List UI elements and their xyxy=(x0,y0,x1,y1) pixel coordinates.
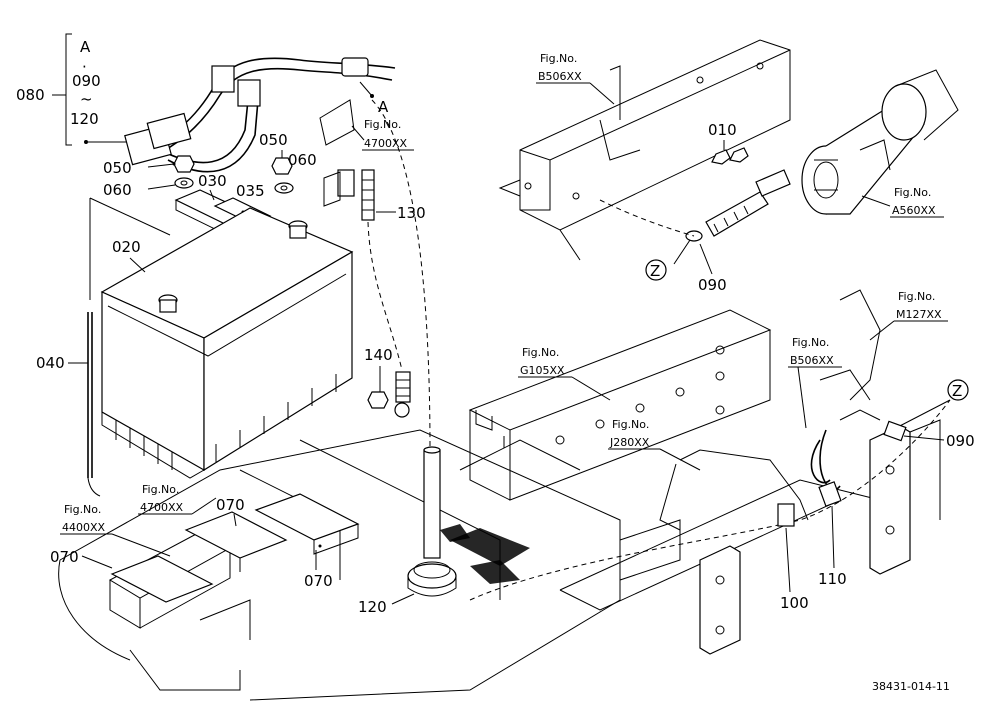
frame-g105 xyxy=(468,309,881,611)
figref-4700-lower-number: 4700XX xyxy=(140,501,184,514)
svg-text:Fig.No.: Fig.No. xyxy=(64,503,101,516)
wire-harness-j280: Fig.No. J280XX 100 xyxy=(469,399,951,612)
callout-A-group: A xyxy=(80,38,91,56)
figref-b506-right: Fig.No. B506XX xyxy=(788,336,842,429)
hold-down-rod-040: 040 xyxy=(36,197,171,497)
callout-A-arrow: A xyxy=(378,98,389,116)
detail-Z-right: Z 090 xyxy=(883,379,975,450)
figref-b506-top: Fig.No. B506XX xyxy=(536,52,615,105)
nut-050-left: 050 xyxy=(103,155,195,177)
callout-120: 120 xyxy=(358,598,387,616)
figref-j280-number: J280XX xyxy=(609,436,650,449)
callout-130: 130 xyxy=(397,204,426,222)
callout-030: 030 xyxy=(198,172,227,190)
nut-050-right: 050 xyxy=(259,131,293,175)
battery-switch-120: 120 xyxy=(358,446,457,616)
callout-080: 080 xyxy=(16,86,45,104)
callout-140: 140 xyxy=(364,346,393,364)
starter-motor-a560: Fig.No. A560XX xyxy=(801,69,959,218)
figref-a560-number: A560XX xyxy=(892,204,936,217)
callout-120-group: 120 xyxy=(70,110,99,128)
ground-cable-130: 130 xyxy=(323,169,426,371)
callout-060-right: 060 xyxy=(288,151,317,169)
starter-terminal-cable: 010 Z 090 xyxy=(599,121,791,294)
callout-060-left: 060 xyxy=(103,181,132,199)
callout-070-a: 070 xyxy=(216,496,245,514)
callout-110: 110 xyxy=(818,570,847,588)
figref-g105-label: Fig.No. xyxy=(522,346,559,359)
figref-m127-number: M127XX xyxy=(896,308,942,321)
group-bracket-080: 080 A · 090 ~ 120 xyxy=(16,33,130,146)
drawing-number: 38431-014-11 xyxy=(872,680,950,693)
callout-090-right: 090 xyxy=(946,432,975,450)
callout-070-b: 070 xyxy=(304,572,333,590)
figref-4700-top: Fig.No. 4700XX xyxy=(319,99,414,151)
frame-right-rails xyxy=(699,419,941,655)
svg-text:Fig.No.: Fig.No. xyxy=(792,336,829,349)
svg-text:Fig.No.: Fig.No. xyxy=(898,290,935,303)
figref-j280-label: Fig.No. xyxy=(612,418,649,431)
cable-path-dashed xyxy=(371,99,431,451)
callout-090-upper: 090 xyxy=(698,276,727,294)
callout-050-left: 050 xyxy=(103,159,132,177)
callout-040: 040 xyxy=(36,354,65,372)
svg-text:Fig.No.: Fig.No. xyxy=(540,52,577,65)
figref-m127: Fig.No. M127XX xyxy=(869,290,948,341)
pad-070-b: 070 xyxy=(254,493,360,590)
battery-020: 020 xyxy=(100,207,354,479)
floor-grommet-area xyxy=(440,524,530,584)
figref-4700-lower: Fig.No. 4700XX xyxy=(138,483,217,515)
washer-060-left: 060 xyxy=(103,177,194,199)
starter-cable-110: 110 xyxy=(810,289,881,588)
figref-b506-right-number: B506XX xyxy=(790,354,834,367)
figref-4700-top-number: 4700XX xyxy=(364,137,408,150)
group-dot: · xyxy=(82,58,87,76)
group-tilde: ~ xyxy=(80,90,93,108)
callout-090-group: 090 xyxy=(72,72,101,90)
washer-060-right: 060 xyxy=(274,151,317,194)
callout-020: 020 xyxy=(112,238,141,256)
pad-070-a: 070 xyxy=(184,496,288,572)
frame-b506-upper xyxy=(498,39,791,261)
callout-100: 100 xyxy=(780,594,809,612)
figref-4400: Fig.No. 4400XX xyxy=(60,503,171,557)
svg-text:Fig.No.: Fig.No. xyxy=(364,118,401,131)
figref-a560-label: Fig.No. xyxy=(894,186,931,199)
pad-070-c: 070 xyxy=(50,548,214,603)
figref-4400-number: 4400XX xyxy=(62,521,106,534)
callout-Z-right: Z xyxy=(952,382,962,400)
callout-070-c: 070 xyxy=(50,548,79,566)
callout-010: 010 xyxy=(708,121,737,139)
callout-035: 035 xyxy=(236,182,265,200)
callout-050-right: 050 xyxy=(259,131,288,149)
figref-g105-number: G105XX xyxy=(520,364,565,377)
callout-Z-left: Z xyxy=(650,262,660,280)
battery-cable-080: A xyxy=(124,57,396,173)
svg-text:Fig.No.: Fig.No. xyxy=(142,483,179,496)
figref-b506-top-number: B506XX xyxy=(538,70,582,83)
terminal-140: 140 xyxy=(364,346,411,418)
